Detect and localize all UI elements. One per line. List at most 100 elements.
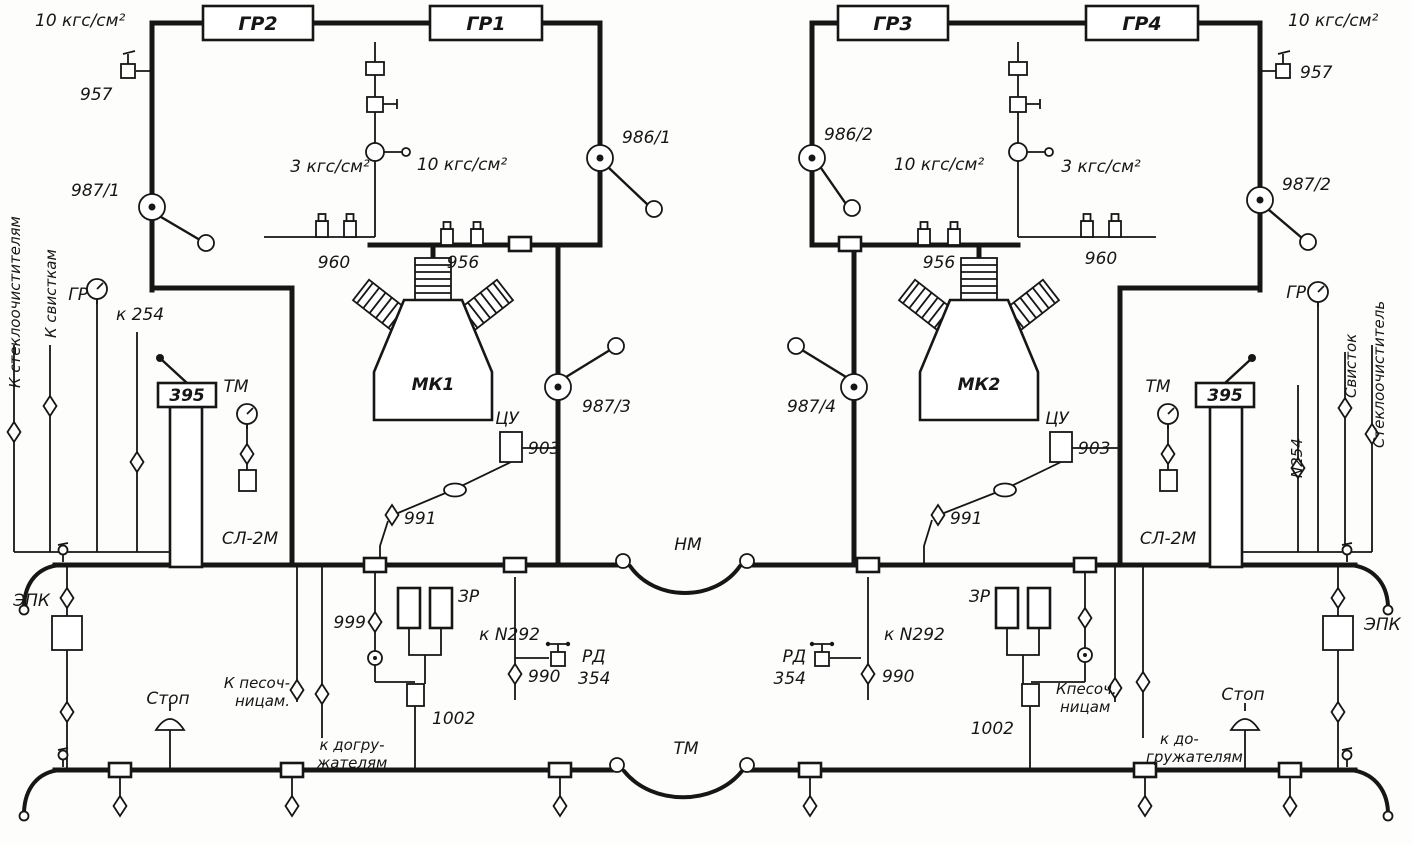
pipes-thin-tm-drops <box>119 777 1291 798</box>
label-tm-gauge-right: ТМ <box>1145 377 1170 397</box>
valve-986-1 <box>586 144 614 172</box>
label-mk2: МК2 <box>958 375 1001 395</box>
mk2-center-cylinder <box>960 257 998 303</box>
label-10kg-top-left: 10 кгс/см² <box>35 11 125 31</box>
reservoir-gr3-box <box>836 4 950 42</box>
union-fitting-left <box>443 482 467 498</box>
nm-tee <box>502 556 528 574</box>
gauge-tm-right <box>1157 403 1179 430</box>
hose-end <box>1382 604 1394 616</box>
drop-valve <box>1137 795 1153 817</box>
safety-valve-3kg <box>343 213 357 238</box>
label-10kg-mid-left: 10 кгс/см² <box>417 155 507 175</box>
label-903-left: 903 <box>528 439 560 459</box>
gauge-gr-right <box>1307 281 1329 308</box>
label-gr3: ГР3 <box>873 13 912 35</box>
label-991-left: 991 <box>404 509 436 529</box>
label-k254: к 254 <box>116 305 164 325</box>
nm-tee <box>362 556 388 574</box>
label-999: 999 <box>334 613 366 633</box>
drop-valve <box>552 795 568 817</box>
speed-sensor-sl2m-left <box>238 469 257 492</box>
label-3kg-right: 3 кгс/см² <box>1061 157 1141 177</box>
pipes-thin-cab-left <box>13 299 248 553</box>
valve-986-2 <box>798 144 826 172</box>
check-valve-990-left <box>507 663 523 685</box>
label-gr-gauge-right: ГР <box>1286 283 1306 303</box>
label-sl2m-right: СЛ-2М <box>1140 529 1197 549</box>
regulator-cap <box>1008 61 1028 76</box>
regulator-cap <box>365 61 385 76</box>
label-987-4: 987/4 <box>787 397 836 417</box>
check-valve <box>1337 397 1353 419</box>
label-kn292-left: к N292 <box>479 625 540 645</box>
safety-valve-10kg <box>947 221 961 246</box>
sand-valve-left <box>289 679 305 701</box>
valve-1002-right <box>1021 683 1040 707</box>
label-956-right: 956 <box>923 253 956 273</box>
check-valve <box>1330 701 1346 723</box>
regulator-body <box>1009 96 1027 113</box>
valve-987-1 <box>138 193 166 221</box>
pipes-thin-cu-left <box>379 447 558 563</box>
safety-valve-10kg <box>440 221 454 246</box>
mk1-center-cylinder <box>414 257 452 303</box>
compressor-mk1 <box>352 257 514 422</box>
label-991-right: 991 <box>950 509 982 529</box>
label-n254: N254 <box>1288 438 1306 478</box>
pipes-thick-left-system <box>149 20 603 568</box>
label-stop-left: Стоп <box>146 689 189 709</box>
crane-column-left <box>168 405 204 569</box>
end-cock <box>57 542 69 563</box>
pipes-thin-top-right <box>1017 42 1276 238</box>
label-960-right: 960 <box>1085 249 1117 269</box>
end-cock <box>1341 542 1353 563</box>
label-whistle: Свисток <box>1342 334 1360 398</box>
regulator-cock-ring <box>401 147 411 157</box>
label-cu-right: ЦУ <box>1045 409 1070 429</box>
tm-tee <box>797 761 823 779</box>
pipes-thin-cab-right <box>1167 302 1373 553</box>
epk-valve-left <box>51 615 83 651</box>
label-to-wipers: К стеклоочистителям <box>6 216 24 388</box>
label-loader-left-1: к догру- <box>319 736 384 754</box>
label-957-left: 957 <box>80 85 113 105</box>
drop-valve <box>112 795 128 817</box>
label-957-right: 957 <box>1300 63 1333 83</box>
label-990-right: 990 <box>882 667 914 687</box>
check-valve <box>1330 587 1346 609</box>
relay-rd354-right <box>808 640 836 667</box>
hose-end <box>18 604 30 616</box>
union-fitting-right <box>993 482 1017 498</box>
label-sand-right-2: ницам <box>1060 698 1110 716</box>
label-986-1: 986/1 <box>622 128 671 148</box>
speed-sensor-sl2m-right <box>1159 469 1178 492</box>
label-395-left: 395 <box>169 386 205 406</box>
valve-957-right <box>1275 50 1291 79</box>
label-987-1: 987/1 <box>71 181 120 201</box>
label-stop-right: Стоп <box>1221 685 1264 705</box>
regulator-cock-ring <box>1044 147 1054 157</box>
label-sl2m-left: СЛ-2М <box>222 529 279 549</box>
union-999 <box>367 650 383 666</box>
cylinder-903-left <box>499 431 523 463</box>
label-rd-left: РД <box>582 647 606 667</box>
reservoir-zr-right <box>1026 586 1052 630</box>
hose-coupling <box>609 757 625 773</box>
valve-987-2-ring <box>1299 233 1317 251</box>
check-valve <box>1160 443 1176 465</box>
reservoir-gr2-box <box>201 4 315 42</box>
hose-end <box>1382 810 1394 822</box>
hose-coupling <box>615 553 631 569</box>
label-zr-right: ЗР <box>969 587 991 607</box>
drop-valve <box>1282 795 1298 817</box>
nm-tee <box>855 556 881 574</box>
epk-valve-right <box>1322 615 1354 651</box>
drop-valve <box>802 795 818 817</box>
label-mk1: МК1 <box>412 375 455 395</box>
valve-levers <box>159 166 1304 385</box>
label-gr2: ГР2 <box>238 13 277 35</box>
check-valve <box>6 421 22 443</box>
